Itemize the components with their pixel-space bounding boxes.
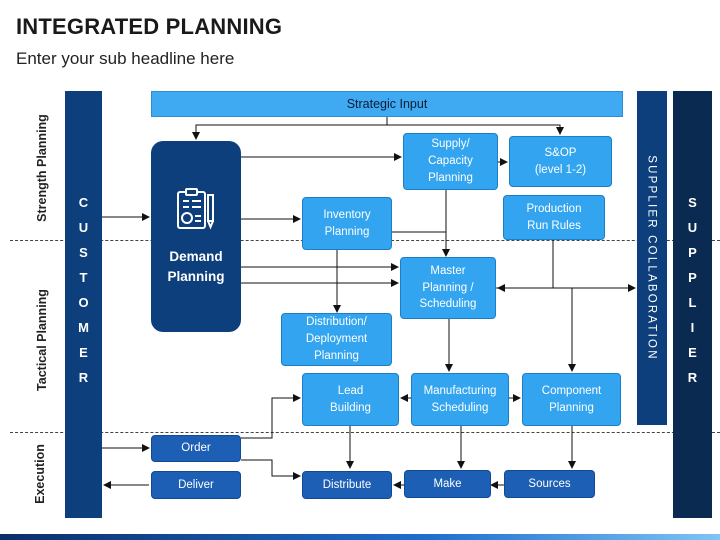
customer-letter: M (78, 319, 89, 335)
supplier-letter: S (688, 194, 697, 210)
supply-capacity-planning-box: Supply/ Capacity Planning (403, 133, 498, 190)
master-planning-box: Master Planning / Scheduling (400, 257, 496, 319)
customer-letter: T (79, 269, 88, 285)
bottom-accent-band (0, 534, 720, 540)
distribute-box: Distribute (302, 471, 392, 499)
customer-letter: C (78, 194, 89, 210)
supplier-letter: U (687, 219, 698, 235)
customer-letters: C U S T O M E R (78, 195, 89, 385)
sources-box: Sources (504, 470, 595, 498)
separator-tactical-execution (10, 432, 720, 433)
supplier-letter: P (688, 269, 697, 285)
demand-planning-label: Demand Planning (167, 249, 225, 284)
customer-letter: R (78, 369, 89, 385)
customer-letter: U (78, 219, 89, 235)
page-subtitle: Enter your sub headline here (16, 49, 235, 68)
demand-planning-box: Demand Planning (151, 141, 241, 332)
customer-bar: C U S T O M E R (65, 91, 102, 518)
inventory-planning-box: Inventory Planning (302, 197, 392, 250)
make-box: Make (404, 470, 491, 498)
manufacturing-scheduling-box: Manufacturing Scheduling (411, 373, 509, 426)
deliver-box: Deliver (151, 471, 241, 499)
lead-building-box: Lead Building (302, 373, 399, 426)
supplier-letter: I (690, 319, 695, 335)
sop-box: S&OP (level 1-2) (509, 136, 612, 187)
supplier-letter: P (688, 244, 697, 260)
customer-letter: E (79, 344, 88, 360)
page-title: INTEGRATED PLANNING (16, 14, 283, 39)
supplier-letter: L (688, 294, 697, 310)
supplier-letters: S U P P L I E R (688, 195, 697, 385)
supplier-letter: E (688, 344, 697, 360)
supplier-bar: S U P P L I E R (673, 91, 712, 518)
strategic-input-bar: Strategic Input (151, 91, 623, 117)
distribution-planning-box: Distribution/ Deployment Planning (281, 313, 392, 366)
customer-letter: S (79, 244, 88, 260)
supplier-letter: R (687, 369, 698, 385)
customer-letter: O (78, 294, 89, 310)
order-box: Order (151, 435, 241, 462)
production-run-rules-box: Production Run Rules (503, 195, 605, 240)
supplier-collaboration-bar: SUPPLIER COLLABORATION (637, 91, 667, 425)
clipboard-checklist-icon (175, 187, 217, 239)
component-planning-box: Component Planning (522, 373, 621, 426)
